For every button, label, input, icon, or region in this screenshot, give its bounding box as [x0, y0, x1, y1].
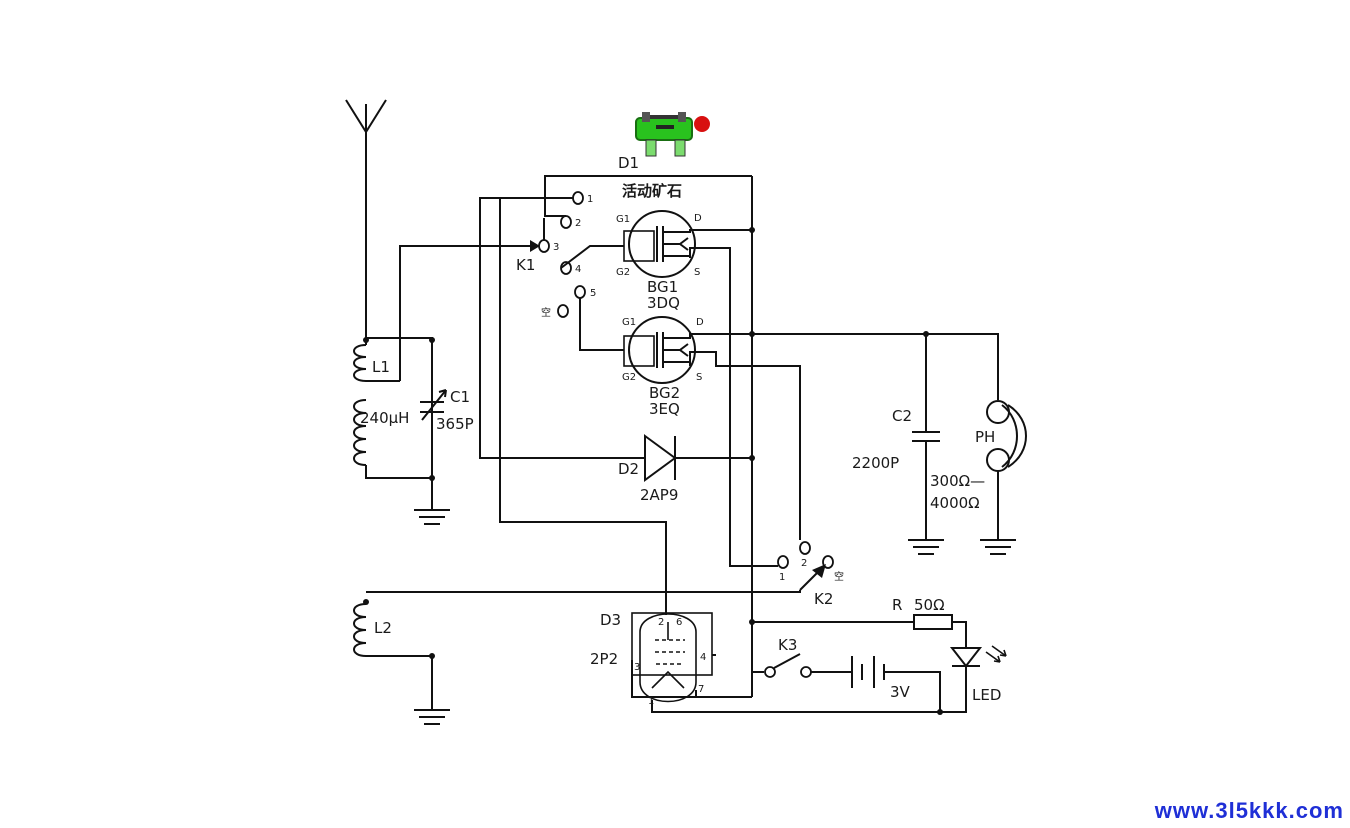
- bg1-g1: G1: [616, 214, 630, 225]
- k2-terminal-2[interactable]: [799, 541, 811, 555]
- crystal-detector-d1: [635, 112, 710, 157]
- d3-type: 2P2: [590, 650, 618, 668]
- battery: [811, 656, 941, 712]
- capacitor-c2: [908, 334, 944, 555]
- variable-capacitor-c1: [420, 340, 447, 478]
- k1-switch-arm[interactable]: [505, 240, 540, 252]
- d3-pin-2: 2: [658, 617, 664, 628]
- ph-label: PH: [975, 428, 995, 446]
- d3-pin-3: 3: [634, 662, 640, 673]
- ph-impedance-2: 4000Ω: [930, 494, 980, 512]
- bg1-d: D: [694, 213, 702, 224]
- k2-empty-label: 空: [834, 570, 844, 583]
- bg2-type: 3EQ: [649, 400, 680, 418]
- ph-impedance-1: 300Ω—: [930, 472, 985, 490]
- k3-switch[interactable]: [764, 653, 812, 678]
- ground-symbol: [414, 478, 450, 525]
- antenna-symbol: [345, 99, 387, 338]
- l2-label: L2: [374, 619, 392, 637]
- k1-pos-2: 2: [575, 218, 581, 229]
- k1-pos-5: 5: [590, 288, 596, 299]
- c1-value: 365P: [436, 415, 474, 433]
- bg1-g2: G2: [616, 267, 630, 278]
- r-value: 50Ω: [914, 596, 945, 614]
- k2-pos-1: 1: [779, 572, 785, 583]
- k2-label: K2: [814, 590, 833, 608]
- k1-empty-label: 空: [541, 306, 551, 319]
- coil-l2: [353, 590, 801, 725]
- bg1-label: BG1: [647, 278, 678, 296]
- resistor-r: [752, 614, 967, 648]
- diode-d2: [640, 434, 752, 482]
- website-watermark: www.3l5kkk.com: [1154, 798, 1344, 823]
- k1-pos-4: 4: [575, 264, 581, 275]
- d1-label: D1: [618, 154, 639, 172]
- k1-terminal-1[interactable]: [572, 191, 584, 205]
- headphone-ph: [980, 400, 1027, 555]
- k3-label: K3: [778, 636, 797, 654]
- k1-terminal-5[interactable]: [574, 285, 586, 299]
- d2-label: D2: [618, 460, 639, 478]
- k2-pos-2: 2: [801, 558, 807, 569]
- transistor-bg1: [623, 210, 778, 567]
- battery-label: 3V: [890, 683, 911, 701]
- coil-l1: [353, 337, 433, 479]
- d3-pin-7: 7: [698, 684, 704, 695]
- k1-terminal-3[interactable]: [538, 239, 550, 253]
- k1-terminal-2[interactable]: [560, 215, 572, 229]
- c2-value: 2200P: [852, 454, 899, 472]
- k2-switch-arm[interactable]: [799, 564, 826, 591]
- bg1-type: 3DQ: [647, 294, 680, 312]
- transistor-bg2: [623, 316, 801, 540]
- c1-label: C1: [450, 388, 470, 406]
- bg1-s: S: [694, 267, 700, 278]
- d3-pin-4: 4: [700, 652, 706, 663]
- bg2-g1: G1: [622, 317, 636, 328]
- k1-terminal-empty[interactable]: [557, 304, 569, 318]
- k1-label: K1: [516, 256, 535, 274]
- k1-pos-3: 3: [553, 242, 559, 253]
- bg2-d: D: [696, 317, 704, 328]
- d2-type: 2AP9: [640, 486, 678, 504]
- bg2-g2: G2: [622, 372, 636, 383]
- d3-label: D3: [600, 611, 621, 629]
- d3-pin-1: 1: [648, 696, 654, 707]
- k1-pos-1: 1: [587, 194, 593, 205]
- l1-label: L1: [372, 358, 390, 376]
- d1-desc: 活动矿石: [622, 182, 682, 200]
- led-label: LED: [972, 686, 1001, 704]
- led: [940, 645, 1007, 713]
- r-label: R: [892, 596, 902, 614]
- bg2-label: BG2: [649, 384, 680, 402]
- d3-pin-6: 6: [676, 617, 682, 628]
- c2-label: C2: [892, 407, 912, 425]
- k2-terminal-1[interactable]: [777, 555, 789, 569]
- l1-value: 240μH: [360, 409, 409, 427]
- bg2-s: S: [696, 372, 702, 383]
